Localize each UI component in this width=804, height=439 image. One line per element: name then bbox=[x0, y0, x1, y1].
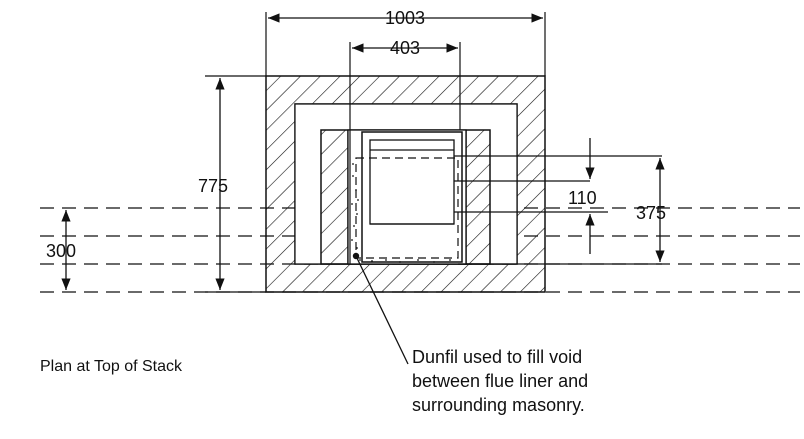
extension-lines-top bbox=[205, 12, 546, 293]
note-line-2: between flue liner and bbox=[412, 371, 588, 391]
dim-label-775: 775 bbox=[198, 176, 228, 196]
extension-lines-right bbox=[454, 155, 662, 265]
dim-inner-width: 403 bbox=[352, 38, 458, 58]
dunfil-fill bbox=[351, 163, 451, 263]
dim-liner-depth: 375 bbox=[636, 158, 666, 262]
dim-course-height: 300 bbox=[46, 210, 76, 290]
dim-label-300: 300 bbox=[46, 241, 76, 261]
note-line-1: Dunfil used to fill void bbox=[412, 347, 582, 367]
dim-overall-width: 1003 bbox=[268, 8, 543, 28]
note-leader bbox=[352, 252, 409, 365]
dim-label-110: 110 bbox=[568, 188, 597, 208]
plan-caption: Plan at Top of Stack bbox=[40, 358, 183, 375]
dunfil-note: Dunfil used to fill void between flue li… bbox=[412, 347, 588, 415]
note-line-3: surrounding masonry. bbox=[412, 395, 585, 415]
dim-label-1003: 1003 bbox=[385, 8, 425, 28]
dim-overall-depth: 775 bbox=[198, 78, 228, 290]
dim-label-403: 403 bbox=[390, 38, 420, 58]
dim-label-375: 375 bbox=[636, 203, 666, 223]
dim-offset: 110 bbox=[568, 138, 597, 254]
flue-liner bbox=[347, 129, 467, 265]
